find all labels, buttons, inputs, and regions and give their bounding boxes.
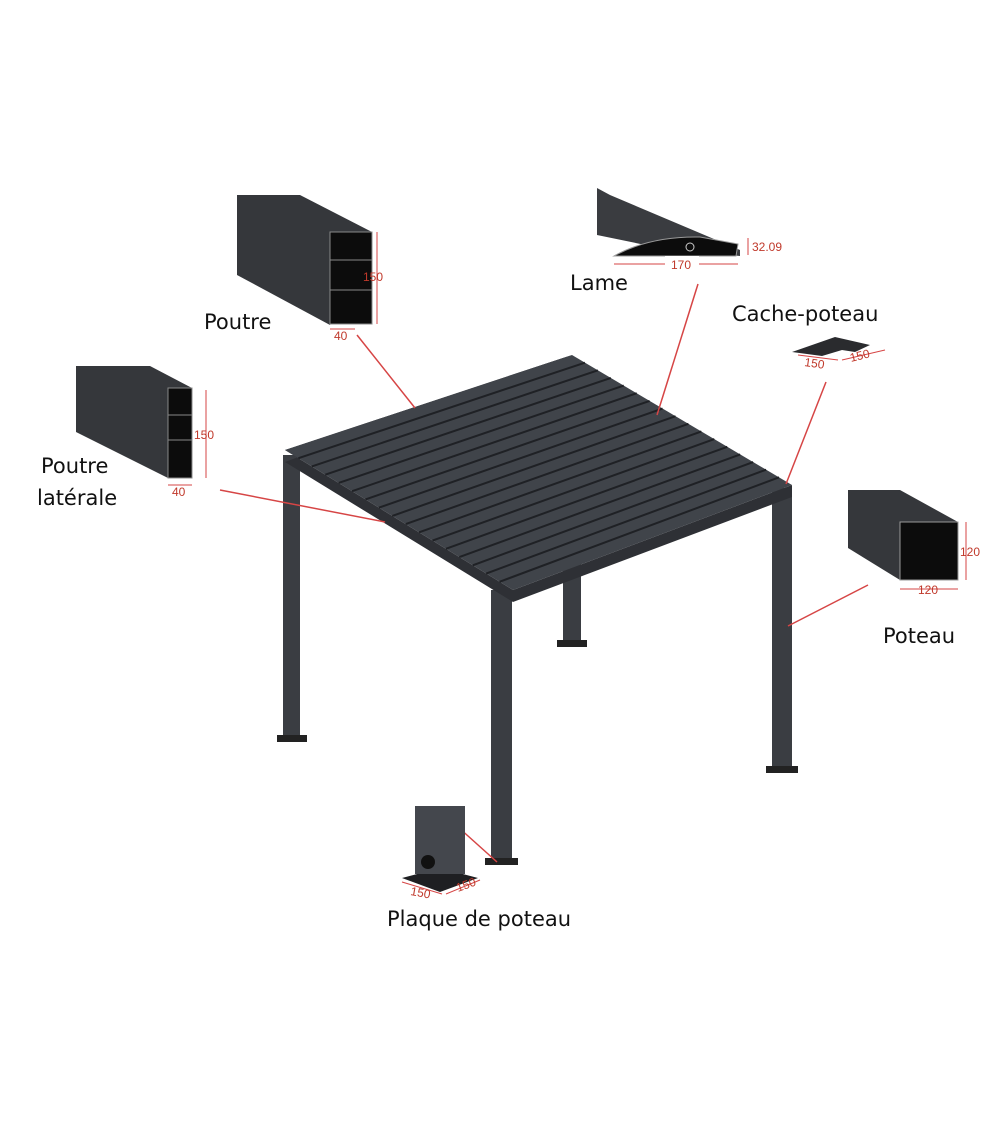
leader-cache-poteau [785, 381, 827, 485]
slat [445, 445, 728, 550]
leader-poutre [356, 334, 416, 409]
roof-top [285, 355, 792, 590]
plaque-dim-b: 150 [454, 875, 478, 895]
slat [378, 407, 663, 509]
slat [351, 392, 638, 493]
lame-height-dim: 32.09 [752, 240, 782, 254]
label-lame: Lame [570, 271, 628, 295]
post-right [772, 488, 792, 768]
poteau-height-dim: 120 [960, 545, 980, 559]
leader-poutre-laterale [219, 489, 386, 523]
label-cache-poteau: Cache-poteau [732, 302, 879, 326]
label-plaque-de-poteau: Plaque de poteau [387, 907, 572, 931]
slat [405, 422, 689, 526]
plaque-dim-a: 150 [409, 884, 431, 901]
slat [298, 361, 586, 460]
cache-poteau-profile: 150 150 [792, 337, 886, 372]
slat [485, 468, 767, 575]
leader-lame [656, 283, 699, 416]
label-poutre-laterale-1: Poutre [41, 454, 109, 478]
poteau-width-dim: 120 [918, 583, 938, 597]
post-back-plate [557, 640, 587, 647]
post-right-plate [766, 766, 798, 773]
post-left [283, 455, 300, 737]
roof [285, 355, 792, 602]
post-front [491, 590, 512, 860]
poutre-laterale-profile: 150 40 [76, 366, 214, 499]
slat [365, 399, 650, 501]
poutre-width-dim: 40 [334, 329, 348, 343]
poutre-laterale-height-dim: 150 [194, 428, 214, 442]
poutre-profile: 150 40 [237, 195, 383, 343]
label-poutre-laterale-2: latérale [37, 486, 118, 510]
slat [499, 476, 780, 583]
louvre-slats [298, 361, 780, 583]
poutre-laterale-width-dim: 40 [172, 485, 186, 499]
slat [324, 376, 612, 476]
plaque-de-poteau-profile: 150 150 [401, 806, 481, 901]
slat [432, 438, 715, 542]
slat [311, 369, 599, 468]
cache-poteau-dim-a: 150 [804, 355, 826, 372]
slat [391, 415, 676, 517]
slat [338, 384, 625, 484]
post-left-plate [277, 735, 307, 742]
poutre-height-dim: 150 [363, 270, 383, 284]
post-front-plate [485, 858, 518, 865]
slat [459, 453, 741, 558]
poteau-profile: 120 120 [848, 490, 980, 597]
leader-poteau [787, 584, 869, 627]
slat [472, 461, 754, 567]
pergola-frame [277, 355, 798, 865]
lame-profile: 170 32.09 [597, 188, 782, 272]
cache-poteau-dim-b: 150 [848, 346, 871, 365]
label-poutre: Poutre [204, 310, 272, 334]
label-poteau: Poteau [883, 624, 956, 648]
lame-width-dim: 170 [671, 258, 691, 272]
slat [418, 430, 702, 534]
